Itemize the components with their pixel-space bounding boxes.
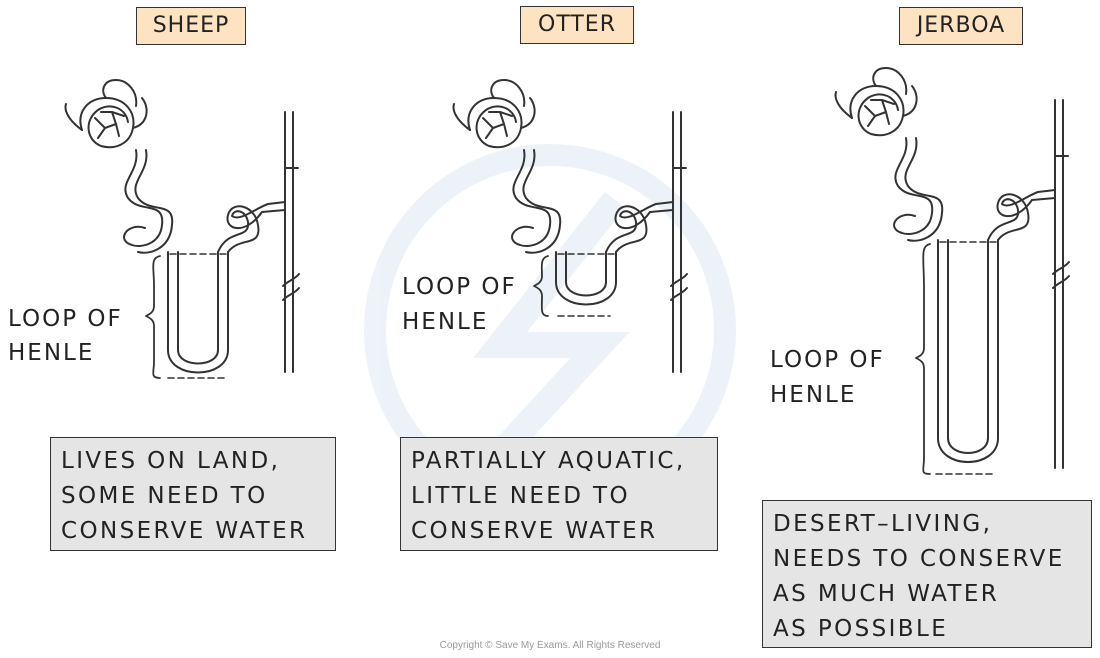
- sheep-description-line: LIVES ON LAND,: [61, 448, 281, 474]
- jerboa-loop-label-line1: LOOP OF: [770, 347, 885, 373]
- sheep-nephron: [64, 79, 300, 379]
- jerboa-description-line: AS POSSIBLE: [773, 616, 949, 642]
- jerboa-description-line: AS MUCH WATER: [773, 581, 1000, 607]
- jerboa-description-line: NEEDS TO CONSERVE: [773, 546, 1065, 572]
- sheep-description-box: LIVES ON LAND, SOME NEED TO CONSERVE WAT…: [50, 437, 336, 551]
- otter-description-line: LITTLE NEED TO: [411, 483, 630, 509]
- copyright-notice: Copyright © Save My Exams. All Rights Re…: [439, 640, 661, 651]
- otter-description-line: PARTIALLY AQUATIC,: [411, 448, 686, 474]
- jerboa-description-box: DESERT–LIVING, NEEDS TO CONSERVE AS MUCH…: [762, 500, 1092, 648]
- sheep-description-line: CONSERVE WATER: [61, 518, 308, 544]
- jerboa-loop-label-line2: HENLE: [770, 382, 857, 408]
- jerboa-nephron: [834, 67, 1070, 475]
- sheep-description-line: SOME NEED TO: [61, 483, 268, 509]
- sheep-loop-label-line2: HENLE: [8, 340, 95, 366]
- otter-title: OTTER: [520, 6, 634, 44]
- jerboa-description-line: DESERT–LIVING,: [773, 511, 993, 537]
- jerboa-title: JERBOA: [899, 7, 1023, 45]
- otter-loop-label-line2: HENLE: [402, 309, 489, 335]
- otter-nephron: [452, 79, 688, 373]
- otter-description-line: CONSERVE WATER: [411, 518, 658, 544]
- sheep-title: SHEEP: [136, 7, 246, 45]
- otter-loop-label-line1: LOOP OF: [402, 274, 517, 300]
- otter-description-box: PARTIALLY AQUATIC, LITTLE NEED TO CONSER…: [400, 437, 718, 551]
- sheep-loop-label-line1: LOOP OF: [8, 306, 123, 332]
